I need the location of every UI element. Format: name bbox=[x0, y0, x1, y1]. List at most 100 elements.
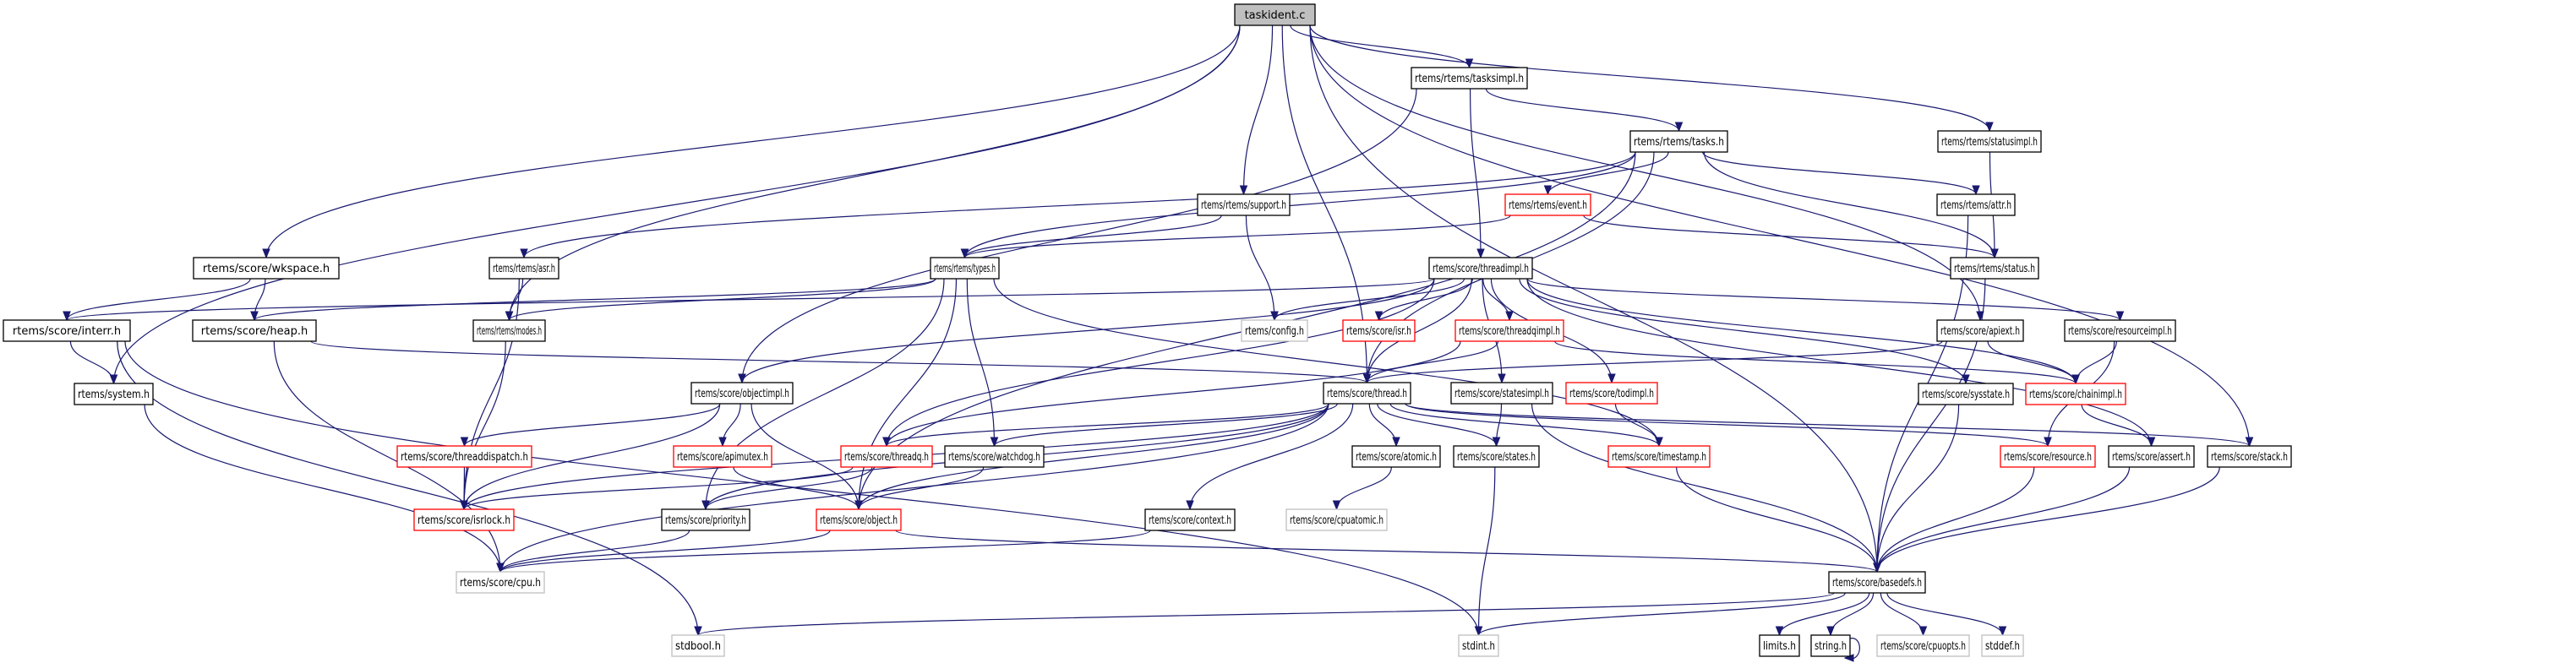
node-object[interactable]: rtems/score/object.h bbox=[816, 508, 902, 531]
node-heap[interactable]: rtems/score/heap.h bbox=[192, 319, 317, 342]
node-box bbox=[1342, 319, 1416, 342]
node-isrlock[interactable]: rtems/score/isrlock.h bbox=[413, 508, 515, 531]
node-box bbox=[2207, 445, 2292, 468]
dependency-edge-basedefs-to-limits bbox=[1778, 592, 1870, 636]
node-asr[interactable]: rtems/rtems/asr.h bbox=[488, 257, 559, 280]
node-label: rtems/score/cpu.h bbox=[460, 577, 541, 590]
dependency-edge-taskident-to-statusimpl bbox=[1309, 24, 1990, 132]
node-label: rtems/score/apiext.h bbox=[1940, 325, 2020, 338]
dependency-edge-tasks-to-types bbox=[963, 151, 1636, 258]
node-label: rtems/score/context.h bbox=[1149, 514, 1231, 527]
arrowhead-icon bbox=[1239, 185, 1248, 196]
node-timestamp[interactable]: rtems/score/timestamp.h bbox=[1607, 445, 1711, 468]
node-threadq[interactable]: rtems/score/threadq.h bbox=[840, 445, 933, 468]
arrowhead-icon bbox=[1362, 373, 1372, 384]
node-label: rtems/rtems/attr.h bbox=[1940, 199, 2011, 212]
node-box bbox=[2000, 445, 2096, 468]
node-thread[interactable]: rtems/score/thread.h bbox=[1323, 382, 1411, 405]
node-support[interactable]: rtems/rtems/support.h bbox=[1197, 193, 1291, 216]
dependency-edge-threadimpl-to-sysstate bbox=[1519, 278, 1967, 384]
node-isr[interactable]: rtems/score/isr.h bbox=[1342, 319, 1416, 342]
node-interr[interactable]: rtems/score/interr.h bbox=[3, 319, 131, 342]
node-watchdog[interactable]: rtems/score/watchdog.h bbox=[944, 445, 1045, 468]
node-box bbox=[673, 445, 772, 468]
node-tasks[interactable]: rtems/rtems/tasks.h bbox=[1629, 130, 1728, 153]
arrowhead-icon bbox=[1374, 311, 1384, 322]
node-todimpl[interactable]: rtems/score/todimpl.h bbox=[1565, 382, 1658, 405]
node-threaddispatch[interactable]: rtems/score/threaddispatch.h bbox=[396, 445, 532, 468]
node-tasksimpl[interactable]: rtems/rtems/tasksimpl.h bbox=[1411, 67, 1528, 90]
arrowhead-icon bbox=[1918, 626, 1928, 637]
node-stack[interactable]: rtems/score/stack.h bbox=[2207, 445, 2292, 468]
node-resourceimpl[interactable]: rtems/score/resourceimpl.h bbox=[2064, 319, 2176, 342]
node-chainimpl[interactable]: rtems/score/chainimpl.h bbox=[2025, 383, 2126, 405]
dependency-edge-threadimpl-to-chainimpl bbox=[1526, 278, 2077, 384]
arrowhead-icon bbox=[63, 311, 71, 322]
node-label: taskident.c bbox=[1245, 9, 1306, 22]
arrowhead-icon bbox=[1505, 311, 1514, 322]
node-config: rtems/config.h bbox=[1241, 319, 1308, 342]
node-statusimpl[interactable]: rtems/rtems/statusimpl.h bbox=[1937, 130, 2042, 153]
node-assert[interactable]: rtems/score/assert.h bbox=[2108, 445, 2195, 468]
arrowhead-icon bbox=[2044, 437, 2052, 448]
node-label: rtems/score/stack.h bbox=[2211, 451, 2288, 464]
node-sysstate[interactable]: rtems/score/sysstate.h bbox=[1918, 383, 2014, 405]
arrowhead-icon bbox=[2245, 437, 2254, 448]
dependency-edge-interr-to-system bbox=[69, 340, 115, 384]
node-objectimpl[interactable]: rtems/score/objectimpl.h bbox=[690, 382, 794, 405]
node-label: rtems/score/sysstate.h bbox=[1922, 389, 2010, 401]
node-box bbox=[1144, 508, 1236, 531]
node-stdint: stdint.h bbox=[1458, 634, 1499, 657]
node-label: rtems/config.h bbox=[1245, 325, 1304, 338]
node-wkspace[interactable]: rtems/score/wkspace.h bbox=[193, 257, 340, 280]
node-box bbox=[1454, 319, 1564, 342]
node-system[interactable]: rtems/system.h bbox=[74, 383, 154, 405]
node-cpuatomic: rtems/score/cpuatomic.h bbox=[1285, 508, 1388, 531]
dependency-edge-thread-to-stack bbox=[1405, 403, 2251, 447]
node-box bbox=[1453, 445, 1540, 468]
dependency-edge-basedefs-to-stdbool bbox=[697, 592, 1835, 636]
node-modes[interactable]: rtems/rtems/modes.h bbox=[472, 319, 546, 342]
node-atomic[interactable]: rtems/score/atomic.h bbox=[1351, 445, 1441, 468]
node-label: rtems/rtems/event.h bbox=[1509, 199, 1587, 212]
node-limits[interactable]: limits.h bbox=[1759, 634, 1800, 657]
node-types[interactable]: rtems/rtems/types.h bbox=[930, 257, 1000, 280]
node-apimutex[interactable]: rtems/score/apimutex.h bbox=[673, 445, 772, 468]
node-box bbox=[3, 319, 131, 342]
node-box bbox=[1981, 634, 2024, 657]
node-label: rtems/rtems/asr.h bbox=[493, 263, 555, 275]
node-resource[interactable]: rtems/score/resource.h bbox=[2000, 445, 2096, 468]
node-label: rtems/score/todimpl.h bbox=[1569, 388, 1654, 400]
node-taskident[interactable]: taskident.c bbox=[1234, 3, 1316, 26]
arrowhead-icon bbox=[2147, 437, 2156, 448]
node-attr[interactable]: rtems/rtems/attr.h bbox=[1936, 193, 2016, 216]
node-box bbox=[1565, 382, 1658, 405]
node-event[interactable]: rtems/rtems/event.h bbox=[1504, 193, 1591, 216]
node-label: rtems/score/resource.h bbox=[2004, 451, 2092, 464]
node-label: string.h bbox=[1815, 640, 1847, 653]
dependency-edge-support-to-types bbox=[963, 215, 1222, 258]
node-string[interactable]: string.h bbox=[1810, 634, 1851, 657]
arrowhead-icon bbox=[718, 437, 727, 448]
node-threadqimpl[interactable]: rtems/score/threadqimpl.h bbox=[1454, 319, 1564, 342]
dependency-edge-assert-to-basedefs bbox=[1876, 466, 2131, 573]
node-states[interactable]: rtems/score/states.h bbox=[1453, 445, 1540, 468]
dependency-edge-thread-to-cpu bbox=[499, 403, 1329, 573]
node-box bbox=[1458, 634, 1499, 657]
dependency-edge-threadimpl-to-threadq bbox=[886, 278, 1435, 447]
node-threadimpl[interactable]: rtems/score/threadimpl.h bbox=[1428, 257, 1533, 280]
dependency-edge-threadimpl-to-interr bbox=[66, 278, 1435, 321]
node-statesimpl[interactable]: rtems/score/statesimpl.h bbox=[1450, 382, 1553, 405]
dependency-edge-thread-to-states bbox=[1377, 403, 1498, 447]
node-status[interactable]: rtems/rtems/status.h bbox=[1950, 257, 2039, 280]
dependency-edge-threadq-to-isrlock bbox=[463, 466, 854, 510]
dependency-edge-apimutex-to-object bbox=[733, 466, 860, 510]
node-basedefs[interactable]: rtems/score/basedefs.h bbox=[1828, 571, 1926, 594]
node-context[interactable]: rtems/score/context.h bbox=[1144, 508, 1236, 531]
dependency-edge-objectimpl-to-threaddispatch bbox=[463, 403, 721, 447]
node-apiext[interactable]: rtems/score/apiext.h bbox=[1936, 319, 2024, 342]
dependency-edge-taskident-to-wkspace bbox=[265, 24, 1241, 258]
arrowhead-icon bbox=[250, 311, 259, 322]
node-priority[interactable]: rtems/score/priority.h bbox=[661, 508, 750, 531]
node-box bbox=[1937, 130, 2042, 153]
